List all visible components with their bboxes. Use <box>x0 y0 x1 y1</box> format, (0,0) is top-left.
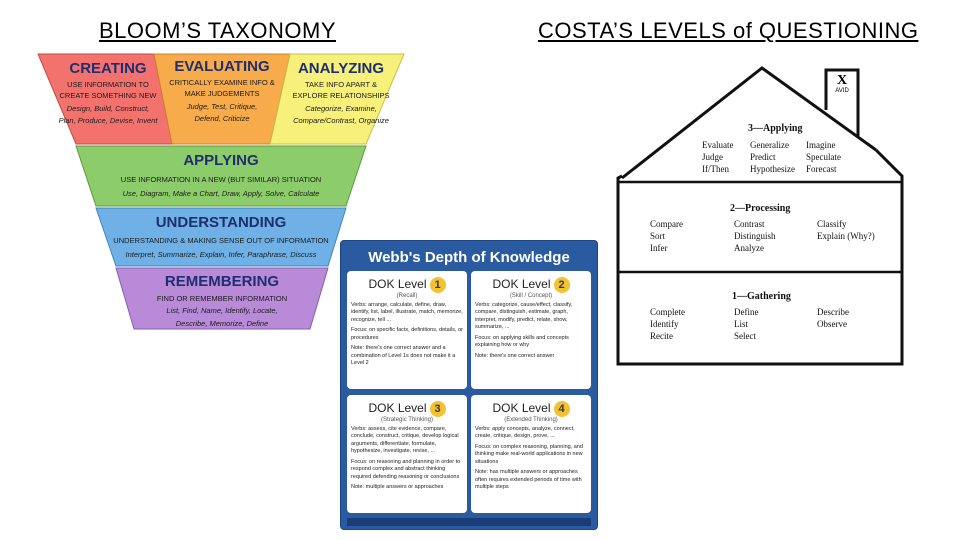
creating-verbs-2: Plan, Produce, Devise, Invent <box>48 116 168 126</box>
dok-level-3-label: DOK Level <box>368 401 426 415</box>
level1-word: Select <box>734 331 756 341</box>
dok-level-3-number: 3 <box>430 401 446 417</box>
costa-level-2-title: 2—Processing <box>730 203 790 214</box>
evaluating-desc-1: CRITICALLY EXAMINE INFO & <box>162 78 282 87</box>
evaluating-block: EVALUATING CRITICALLY EXAMINE INFO & MAK… <box>162 58 282 124</box>
creating-block: CREATING USE INFORMATION TO CREATE SOMET… <box>48 60 168 126</box>
level3-word: Predict <box>750 152 776 162</box>
dok-level-4-sub: (Extended Thinking) <box>475 417 587 423</box>
level3-word: Hypothesize <box>750 164 795 174</box>
evaluating-verbs-1: Judge, Test, Critique, <box>162 102 282 112</box>
dok-level-4-card: DOK Level 4 (Extended Thinking) Verbs: ap… <box>471 395 591 513</box>
analyzing-block: ANALYZING TAKE INFO APART & EXPLORE RELA… <box>278 60 404 126</box>
dok-level-4-focus: Focus: on complex reasoning, planning, a… <box>475 444 587 466</box>
costa-house: X AVID 3—Applying Evaluate Generalize Im… <box>600 58 922 370</box>
dok-level-1-note: Note: there's one correct answer and a c… <box>351 345 463 367</box>
creating-verbs-1: Design, Build, Construct, <box>48 104 168 114</box>
level1-word: Observe <box>817 319 847 329</box>
level3-word: Forecast <box>806 164 837 174</box>
dok-level-3-note: Note: multiple answers or approaches <box>351 484 463 491</box>
level3-word: Imagine <box>806 140 836 150</box>
remembering-verbs-2: Describe, Memorize, Define <box>124 319 320 329</box>
level2-word: Compare <box>650 219 683 229</box>
level3-word: Speculate <box>806 152 841 162</box>
analyzing-verbs-2: Compare/Contrast, Organize <box>278 116 404 126</box>
analyzing-desc-1: TAKE INFO APART & <box>278 80 404 89</box>
remembering-heading: REMEMBERING <box>124 273 320 290</box>
avid-logo-mark: X <box>828 74 856 88</box>
dok-level-1-number: 1 <box>430 277 446 293</box>
dok-level-2-note: Note: there's one correct answer <box>475 353 587 360</box>
level1-word: List <box>734 319 748 329</box>
creating-desc-1: USE INFORMATION TO <box>48 80 168 89</box>
webb-title: Webb's Depth of Knowledge <box>341 241 597 266</box>
dok-level-2-label: DOK Level <box>492 277 550 291</box>
costa-title: COSTA’S LEVELS of QUESTIONING <box>538 18 918 44</box>
dok-level-1-label: DOK Level <box>368 277 426 291</box>
webb-footer-bar <box>347 518 591 526</box>
creating-desc-2: CREATE SOMETHING NEW <box>48 91 168 100</box>
evaluating-heading: EVALUATING <box>162 58 282 75</box>
level2-word: Analyze <box>734 243 764 253</box>
level2-word: Classify <box>817 219 847 229</box>
understanding-heading: UNDERSTANDING <box>106 214 336 231</box>
remembering-block: REMEMBERING FIND OR REMEMBER INFORMATION… <box>124 273 320 329</box>
dok-level-2-verbs: Verbs: categorize, cause/effect, classif… <box>475 302 587 332</box>
applying-desc: USE INFORMATION IN A NEW (BUT SIMILAR) S… <box>86 175 356 184</box>
understanding-desc: UNDERSTANDING & MAKING SENSE OUT OF INFO… <box>106 236 336 245</box>
costa-level-1-title: 1—Gathering <box>732 291 791 302</box>
level2-word: Infer <box>650 243 668 253</box>
dok-level-2-number: 2 <box>554 277 570 293</box>
analyzing-heading: ANALYZING <box>278 60 404 77</box>
understanding-verbs: Interpret, Summarize, Explain, Infer, Pa… <box>106 250 336 260</box>
level2-word: Explain (Why?) <box>817 231 875 241</box>
creating-heading: CREATING <box>48 60 168 77</box>
dok-level-1-focus: Focus: on specific facts, definitions, d… <box>351 327 463 342</box>
avid-logo-text: AVID <box>828 88 856 95</box>
level1-word: Describe <box>817 307 849 317</box>
level1-word: Recite <box>650 331 673 341</box>
remembering-desc: FIND OR REMEMBER INFORMATION <box>124 294 320 303</box>
level2-word: Contrast <box>734 219 765 229</box>
analyzing-verbs-1: Categorize, Examine, <box>278 104 404 114</box>
dok-level-3-sub: (Strategic Thinking) <box>351 417 463 423</box>
costa-level-3-title: 3—Applying <box>748 123 802 134</box>
level3-word: Evaluate <box>702 140 733 150</box>
dok-level-2-sub: (Skill / Concept) <box>475 293 587 299</box>
level1-word: Define <box>734 307 759 317</box>
level3-word: Generalize <box>750 140 789 150</box>
applying-block: APPLYING USE INFORMATION IN A NEW (BUT S… <box>86 152 356 200</box>
remembering-verbs-1: List, Find, Name, Identify, Locate, <box>124 306 320 316</box>
level1-word: Complete <box>650 307 685 317</box>
level2-word: Distinguish <box>734 231 776 241</box>
dok-level-1-card: DOK Level 1 (Recall) Verbs: arrange, calc… <box>347 271 467 389</box>
level1-word: Identify <box>650 319 679 329</box>
bloom-title: BLOOM’S TAXONOMY <box>99 18 336 44</box>
dok-level-4-label: DOK Level <box>492 401 550 415</box>
dok-level-4-number: 4 <box>554 401 570 417</box>
analyzing-desc-2: EXPLORE RELATIONSHIPS <box>278 91 404 100</box>
evaluating-desc-2: MAKE JUDGEMENTS <box>162 89 282 98</box>
dok-level-2-focus: Focus: on applying skills and concepts e… <box>475 335 587 350</box>
house-outline <box>600 58 922 370</box>
dok-level-3-verbs: Verbs: assess, cite evidence, compare, c… <box>351 426 463 456</box>
applying-heading: APPLYING <box>86 152 356 169</box>
avid-logo: X AVID <box>828 74 856 96</box>
dok-level-3-card: DOK Level 3 (Strategic Thinking) Verbs: a… <box>347 395 467 513</box>
dok-level-1-verbs: Verbs: arrange, calculate, define, draw,… <box>351 302 463 324</box>
level2-word: Sort <box>650 231 665 241</box>
level3-word: Judge <box>702 152 723 162</box>
dok-level-2-card: DOK Level 2 (Skill / Concept) Verbs: cate… <box>471 271 591 389</box>
dok-level-3-focus: Focus: on reasoning and planning in orde… <box>351 459 463 481</box>
webb-dok-poster: Webb's Depth of Knowledge DOK Level 1 (Re… <box>340 240 598 530</box>
understanding-block: UNDERSTANDING UNDERSTANDING & MAKING SEN… <box>106 214 336 261</box>
dok-level-4-verbs: Verbs: apply concepts, analyze, connect,… <box>475 426 587 441</box>
applying-verbs: Use, Diagram, Make a Chart, Draw, Apply,… <box>86 189 356 199</box>
evaluating-verbs-2: Defend, Criticize <box>162 114 282 124</box>
level3-word: If/Then <box>702 164 729 174</box>
dok-level-4-note: Note: has multiple answers or approaches… <box>475 469 587 491</box>
dok-level-1-sub: (Recall) <box>351 293 463 299</box>
